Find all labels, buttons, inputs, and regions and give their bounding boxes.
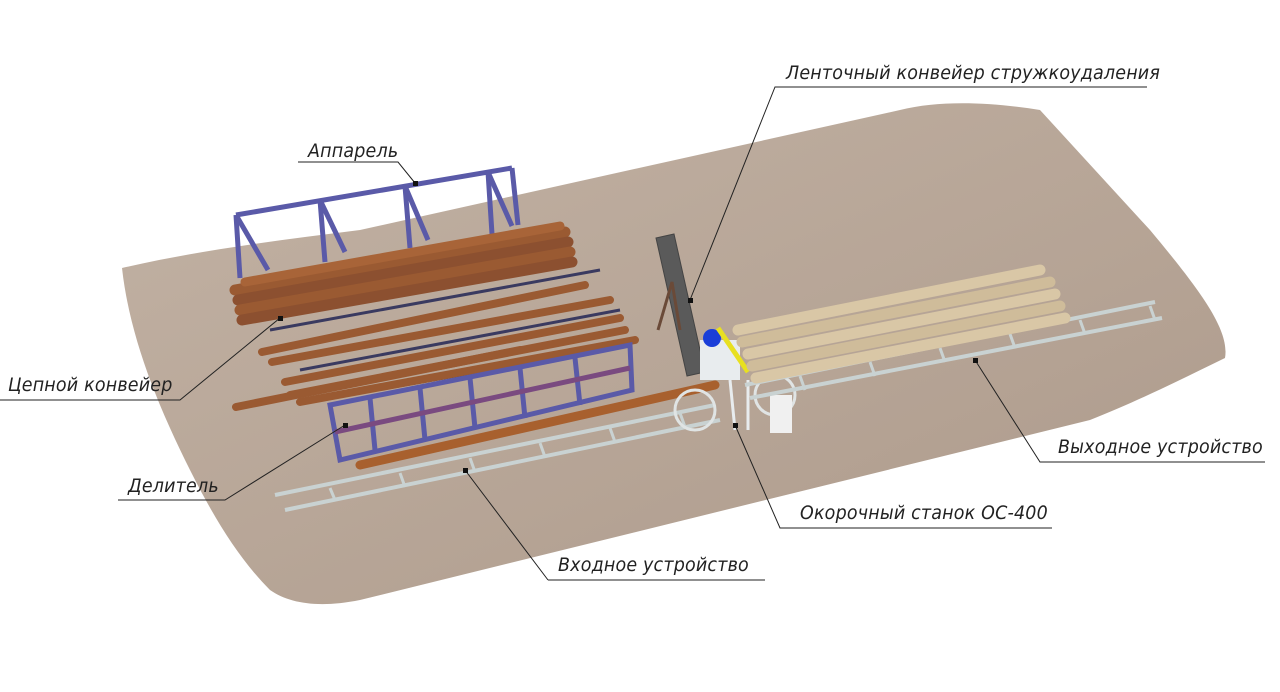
label-debarker: Окорочный станок ОС-400 [800,502,1048,524]
chain-conveyor [232,268,639,411]
log-on-input [355,380,720,470]
label-input-device: Входное устройство [558,554,749,576]
peeled-logs-stack [732,264,1071,384]
label-chip-conveyor: Ленточный конвейер стружкоудаления [786,62,1161,84]
label-divider: Делитель [128,475,219,497]
raw-logs-stack [229,221,578,326]
label-ramp: Аппарель [308,140,399,162]
label-chain-conveyor: Цепной конвейер [8,374,173,396]
debarker-machine [673,326,797,433]
ground-slab [122,103,1226,605]
ramp-frame [233,165,521,279]
divider-frame [327,341,635,464]
leader-lines [0,86,1265,581]
input-rail [274,403,721,512]
label-output-device: Выходное устройство [1058,436,1263,458]
leader-dots [278,181,978,473]
